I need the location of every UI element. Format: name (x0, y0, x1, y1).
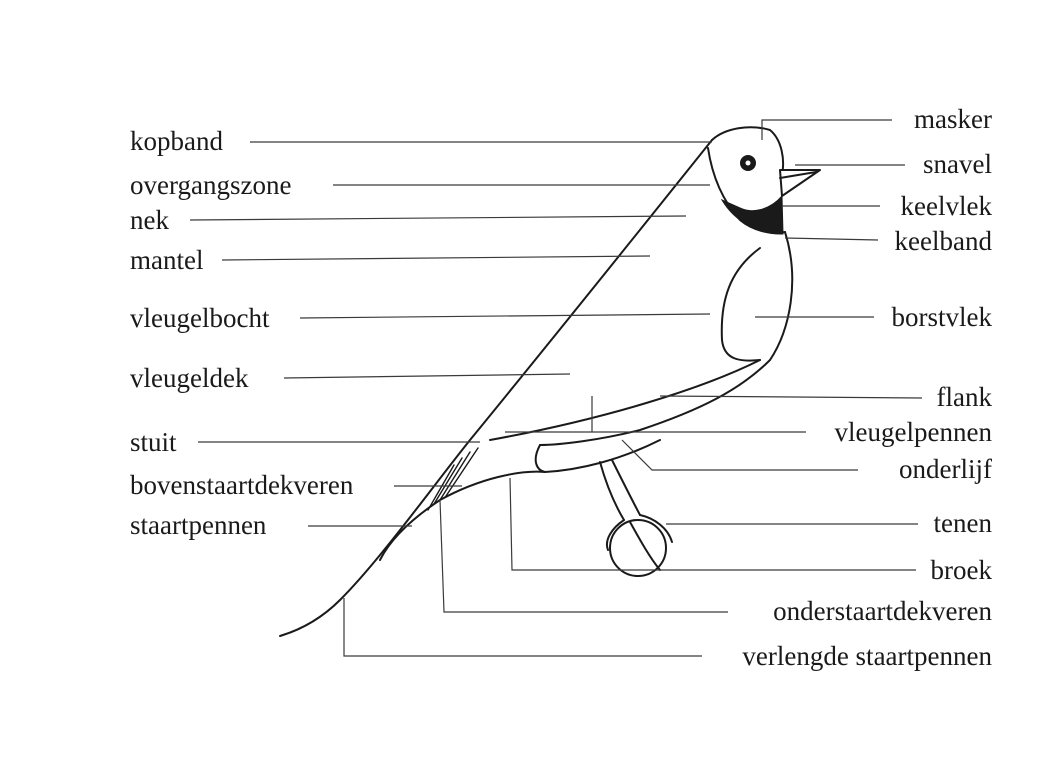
label-bovenstaartdekveren: bovenstaartdekveren (130, 470, 353, 500)
label-flank: flank (937, 382, 992, 412)
label-vleugeldek: vleugeldek (130, 363, 248, 393)
label-onderlijf: onderlijf (899, 454, 992, 484)
label-broek: broek (931, 555, 992, 585)
label-borstvlek: borstvlek (892, 302, 993, 332)
label-verlengde-staartpennen: verlengde staartpennen (742, 641, 992, 671)
label-snavel: snavel (923, 149, 992, 179)
label-nek: nek (130, 205, 169, 235)
breast-outline (540, 232, 792, 445)
label-overgangszone: overgangszone (130, 170, 291, 200)
label-vleugelpennen: vleugelpennen (835, 417, 992, 447)
tail-hatching (428, 448, 478, 510)
label-keelband: keelband (895, 226, 992, 256)
back-outline (280, 140, 712, 636)
label-tenen: tenen (934, 508, 992, 538)
leg (600, 460, 640, 520)
label-keelvlek: keelvlek (901, 191, 992, 221)
label-stuit: stuit (130, 427, 177, 457)
label-mantel: mantel (130, 245, 203, 275)
undertail-outline (380, 472, 545, 560)
label-masker: masker (914, 104, 992, 134)
label-kopband: kopband (130, 126, 223, 156)
wing-edge (490, 360, 760, 440)
wing-bend (722, 248, 760, 361)
label-vleugelbocht: vleugelbocht (130, 303, 269, 333)
label-onderstaartdekveren: onderstaartdekveren (773, 596, 992, 626)
label-staartpennen: staartpennen (130, 510, 266, 540)
